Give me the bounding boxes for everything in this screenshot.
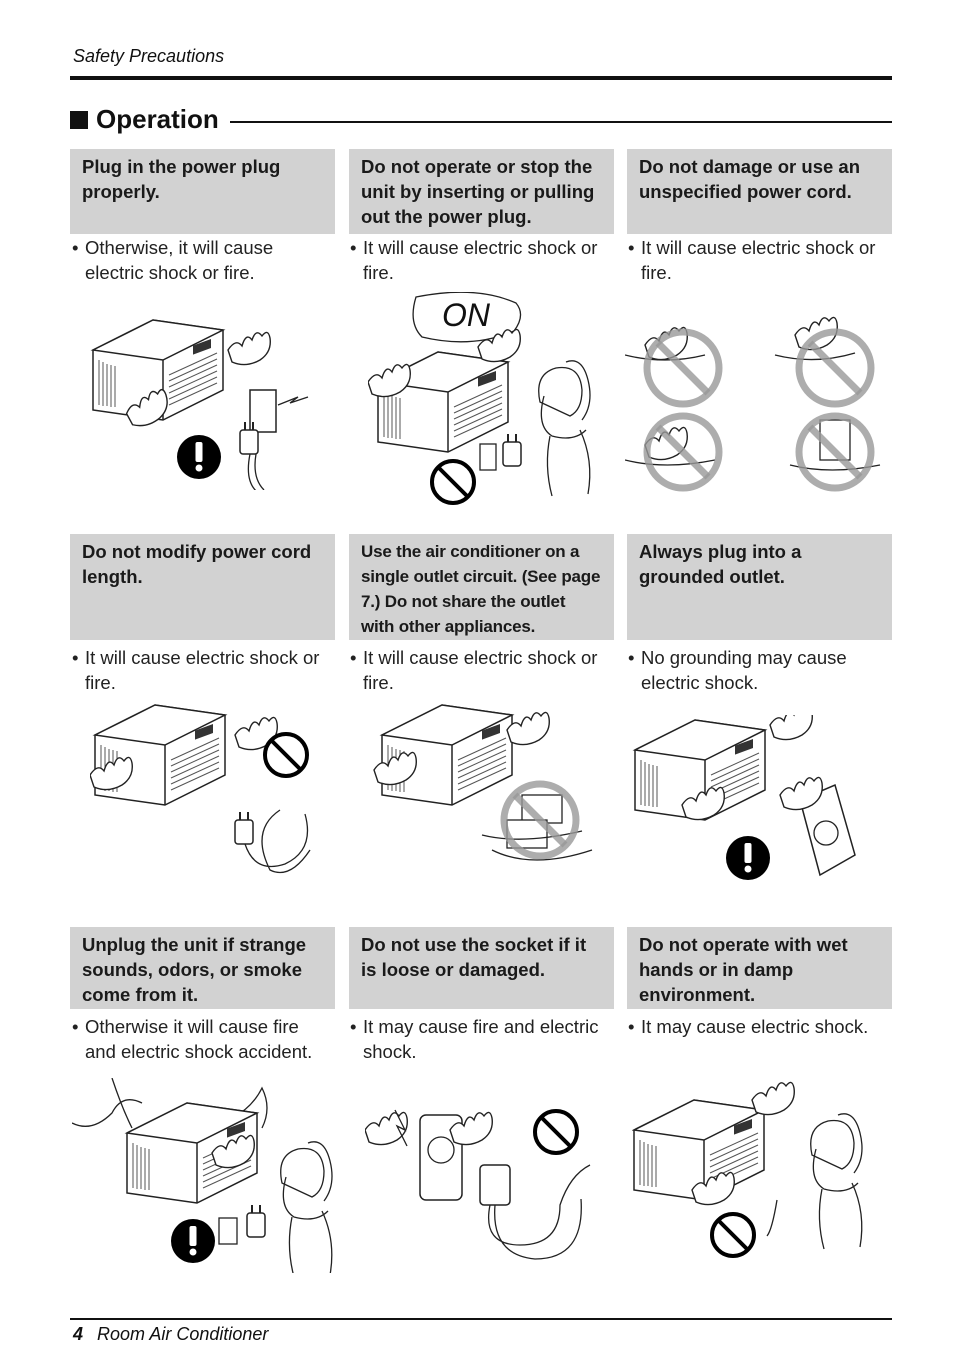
card-2-illustration: ON <box>368 292 591 505</box>
card-4-illustration <box>90 704 311 874</box>
card-8-prohibition-icon <box>533 1109 579 1155</box>
section-title: Operation <box>96 104 219 134</box>
card-9-illustration <box>633 1081 863 1258</box>
footer-title: Room Air Conditioner <box>97 1324 269 1344</box>
card-6-illustration <box>634 715 856 880</box>
card-6-title: Always plug into a grounded outlet. <box>627 534 892 640</box>
card-2-prohibition-icon <box>430 459 476 505</box>
card-4-prohibition-icon <box>263 732 309 778</box>
card-3-title: Do not damage or use an unspecified powe… <box>627 149 892 234</box>
card-5-illustration <box>373 704 593 861</box>
card-2-note-text: It will cause electric shock or fire. <box>363 237 598 283</box>
running-header: Safety Precautions <box>73 46 225 66</box>
card-7-exclamation-icon <box>171 1219 215 1263</box>
card-7-illustration <box>72 1078 333 1273</box>
card-2-title: Do not operate or stop the unit by inser… <box>349 149 614 234</box>
card-3-note: •It will cause electric shock or fire. <box>628 236 890 285</box>
card-8-illustration <box>365 1109 591 1260</box>
card-2-callout: ON <box>442 297 491 333</box>
card-4-title: Do not modify power cord length. <box>70 534 335 640</box>
card-9-note-text: It may cause electric shock. <box>641 1016 869 1037</box>
card-5-note: •It will cause electric shock or fire. <box>350 646 612 695</box>
card-1-illustration <box>92 319 309 490</box>
card-2-note: •It will cause electric shock or fire. <box>350 236 612 285</box>
card-1-exclamation-icon <box>177 435 221 479</box>
card-6-note-text: No grounding may cause electric shock. <box>641 647 847 693</box>
card-1-note: •Otherwise, it will cause electric shock… <box>72 236 334 285</box>
card-1-title: Plug in the power plug properly. <box>70 149 335 234</box>
card-5-note-text: It will cause electric shock or fire. <box>363 647 598 693</box>
card-7-note-text: Otherwise it will cause fire and electri… <box>85 1016 313 1062</box>
card-1-note-text: Otherwise, it will cause electric shock … <box>85 237 274 283</box>
page-footer: 4 Room Air Conditioner <box>73 1324 268 1345</box>
card-3-illustration <box>625 316 881 500</box>
page-number: 4 <box>73 1324 84 1344</box>
card-4-note: •It will cause electric shock or fire. <box>72 646 334 695</box>
card-8-title: Do not use the socket if it is loose or … <box>349 927 614 1009</box>
card-9-title: Do not operate with wet hands or in damp… <box>627 927 892 1009</box>
card-9-note: •It may cause electric shock. <box>628 1015 890 1040</box>
header-rule <box>70 76 892 80</box>
card-8-note-text: It may cause fire and electric shock. <box>363 1016 599 1062</box>
footer-rule <box>70 1318 892 1320</box>
card-8-note: •It may cause fire and electric shock. <box>350 1015 612 1064</box>
card-4-note-text: It will cause electric shock or fire. <box>85 647 320 693</box>
card-5-title: Use the air conditioner on a single outl… <box>349 534 614 640</box>
card-6-note: •No grounding may cause electric shock. <box>628 646 890 695</box>
card-9-prohibition-icon <box>710 1212 756 1258</box>
section-square-icon <box>70 110 88 129</box>
card-6-exclamation-icon <box>726 836 770 880</box>
section-heading: Operation <box>70 104 219 135</box>
card-3-note-text: It will cause electric shock or fire. <box>641 237 876 283</box>
card-3-prohibition-icon-2 <box>799 332 871 404</box>
section-rule <box>230 121 892 123</box>
card-7-title: Unplug the unit if strange sounds, odors… <box>70 927 335 1009</box>
card-7-note: •Otherwise it will cause fire and electr… <box>72 1015 334 1064</box>
